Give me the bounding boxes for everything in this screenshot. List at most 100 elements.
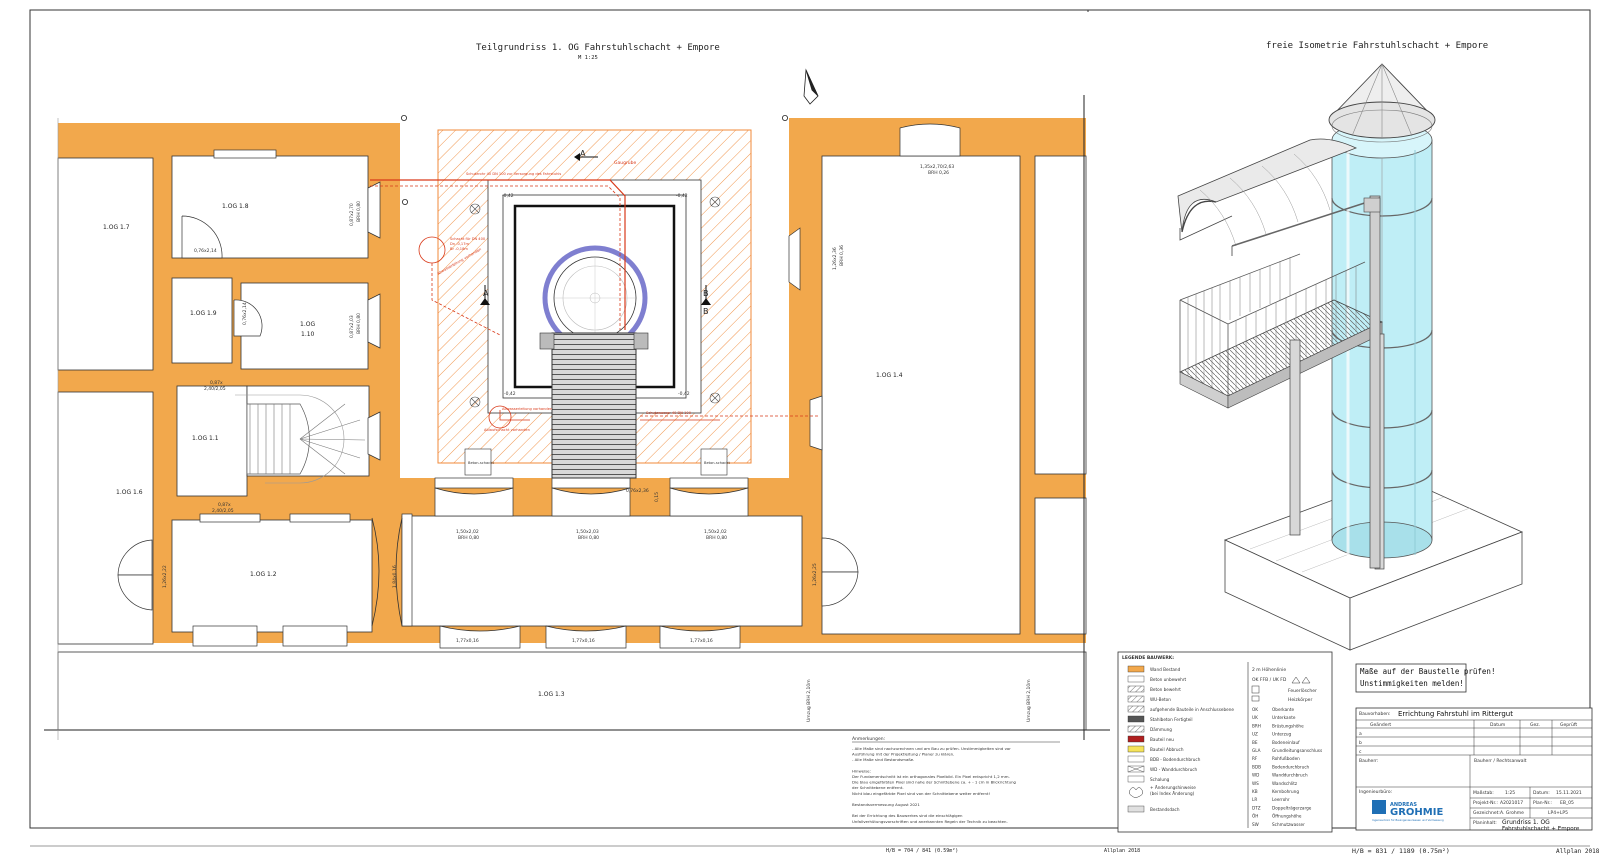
dim-w4: 1,77x0,16 (456, 638, 479, 644)
tb-bv-label: Bauvorhaben: (1359, 711, 1391, 717)
legend-item: (bei Index Änderung) (1150, 791, 1195, 796)
legend-item: Beton bewehrt (1150, 687, 1181, 692)
legend-item: BDB - Bodendurchbruch (1150, 757, 1201, 762)
dim-d1: 0,76x2,14 (194, 248, 217, 254)
legend-abbr-text: Brüstungshöhe (1272, 723, 1304, 728)
dim-d4: 0,87x (218, 502, 231, 508)
room-label-1-4: 1.OG 1.4 (876, 372, 903, 379)
plan-scale: M 1:25 (578, 55, 598, 61)
room-label-1-6: 1.OG 1.6 (116, 489, 143, 496)
tb-col-date: Datum (1490, 722, 1505, 728)
room-label-1-1: 1.OG 1.1 (192, 435, 219, 442)
legend-right-head2: OK FFB / UK FD (1252, 677, 1287, 683)
dim-v1b: BRH 0,80 (356, 201, 362, 222)
red-lines (370, 179, 820, 429)
tb-gez-v: A. Grohme (1500, 810, 1524, 816)
tb-inhalt-v2: Fahrstuhlschacht + Empore (1502, 826, 1580, 832)
notes-line: Unfallverhütungsvorschriften und anerkan… (852, 819, 1008, 824)
legend-item: Wand Bestand (1150, 667, 1181, 672)
tb-bv-value: Errichtung Fahrstuhl im Rittergut (1398, 710, 1513, 718)
legend-abbr-text: Kernbohrung (1272, 789, 1299, 794)
room-label-1-7: 1.OG 1.7 (103, 224, 130, 231)
tb-massstab-v: 1:25 (1505, 790, 1515, 796)
dim-w3b: BRH 0,80 (706, 535, 727, 541)
legend-item: Beton unbewehrt (1150, 677, 1187, 682)
notes-title: Anmerkungen: (852, 736, 885, 742)
warning-line1: Maße auf der Baustelle prüfen! (1360, 667, 1495, 676)
dim-d4b: 2,40/2,05 (212, 508, 234, 514)
dim-w1: 1,50x2,02 (456, 529, 479, 535)
tb-massstab-l: Maßstab: (1473, 790, 1494, 796)
legend-abbr-text: Schmutzwasser (1272, 822, 1305, 827)
notes-line: - Alle Maße sind Bestandsmaße. (852, 757, 914, 762)
legend-abbr-text: Unterzug (1272, 732, 1292, 737)
elevator-cylinder (542, 245, 648, 351)
legend-abbr-code: RF (1252, 756, 1258, 761)
legend-abbr-text: Bodendurchbruch (1272, 764, 1310, 769)
legend-abbr-code: ÖH (1252, 814, 1258, 819)
beton-schacht-2: Beton-schacht (704, 461, 730, 465)
legend-abbr-code: GLA (1252, 748, 1261, 753)
beton-schacht-1: Beton-schacht (468, 461, 494, 465)
tb-gez-l: Gezeichnet: (1473, 810, 1500, 816)
footer-mid: Allplan 2018 (1104, 848, 1140, 854)
dim-w2b: BRH 0,80 (578, 535, 599, 541)
tb-company1: ANDREAS (1390, 802, 1417, 808)
tb-col-gez: Gez. (1530, 722, 1540, 728)
legend-fw: Feuerlöscher (1288, 688, 1317, 694)
sheet-frame (29, 9, 1591, 829)
section-b2: B (703, 307, 709, 316)
legend-item: Dämmung (1150, 727, 1172, 732)
notes-block: Anmerkungen: - Alle Maße sind nachzurech… (852, 736, 1060, 824)
dim-v2b: BRH 0,80 (356, 313, 362, 334)
tb-inhalt-l: Planinhalt: (1473, 820, 1497, 826)
legend-abbr-code: KB (1252, 789, 1258, 794)
dim-m1: 0,15 (654, 492, 660, 502)
legend-abbr-code: UK (1252, 715, 1258, 720)
title-block: Bauvorhaben: Errichtung Fahrstuhl im Rit… (1355, 707, 1593, 832)
anno-rw6: Abwasserleitung vorhanden (502, 407, 552, 411)
tb-lp-v: LP4+LP5 (1548, 810, 1568, 816)
floor-plan: 1.OG 1.7 1.OG 1.8 1.OG 1.9 1.OG 1.10 1.O… (44, 68, 1110, 740)
dim-v3b: BRH 0,36 (839, 245, 845, 266)
dim-v3: 1,26x2,36 (832, 247, 838, 270)
legend-abbr-code: DTZ (1252, 805, 1261, 810)
dim-v4: 1,26x2,22 (162, 565, 168, 588)
dim-w7b: BRH 0,26 (928, 170, 949, 176)
footer-app: Allplan 2018 (1556, 848, 1600, 855)
legend-hk: Heizkörper (1288, 697, 1312, 703)
dim-d2: 0,76x2,14 (242, 302, 248, 325)
elev-3: -0,42 (504, 391, 516, 397)
legend-abbr-code: BRH (1252, 723, 1261, 728)
notes-line: Ausführung mit der Projektleitung / Plan… (852, 752, 954, 757)
notes-line: Hinweise: (852, 768, 871, 773)
notes-line: der Schnittebene entfernt. (852, 785, 904, 790)
tb-bauherr-label: Bauherr: (1359, 758, 1378, 764)
anno-rw2: Schacht für DN 400 (450, 237, 486, 241)
legend-abbr-text: Rohfußboden (1272, 756, 1300, 761)
legend-item: WU-Beton (1150, 697, 1171, 702)
dim-d3b: 2,40/2,05 (204, 386, 226, 392)
footer-left: H/B = 704 / 841 (0.59m²) (886, 848, 958, 854)
legend-item: Bestandsdach (1150, 807, 1180, 812)
legend-abbr-code: WS (1252, 781, 1259, 786)
legend-right-head1: 2 m Höhenlinie (1252, 667, 1286, 673)
footer-right: H/B = 831 / 1189 (0.75m²) (1352, 847, 1450, 855)
elev-2: -0,42 (676, 193, 688, 199)
anno-rw7: Schutzwasser 40 DN 100 (646, 411, 692, 415)
legend-abbr-code: UZ (1252, 732, 1258, 737)
staircase (235, 394, 366, 484)
dim-u2: Umzug BRH 2,10m (1026, 679, 1032, 722)
notes-line: Nicht blau eingefärbte Pixel sind von de… (852, 791, 990, 796)
legend-abbr-code: BDB (1252, 764, 1261, 769)
canopy (1177, 138, 1381, 256)
dim-w5: 1,77x0,16 (572, 638, 595, 644)
anno-rw8: Ablaufschacht vorhanden (484, 428, 530, 432)
room-label-1-2: 1.OG 1.2 (250, 571, 277, 578)
isometric-view (1177, 63, 1524, 651)
legend-item: WD - Wanddurchbruch (1150, 767, 1198, 772)
legend-abbr-text: Oberkante (1272, 707, 1294, 712)
warning-line2: Unstimmigkeiten melden! (1360, 679, 1464, 688)
tb-row-c: c (1359, 750, 1362, 755)
